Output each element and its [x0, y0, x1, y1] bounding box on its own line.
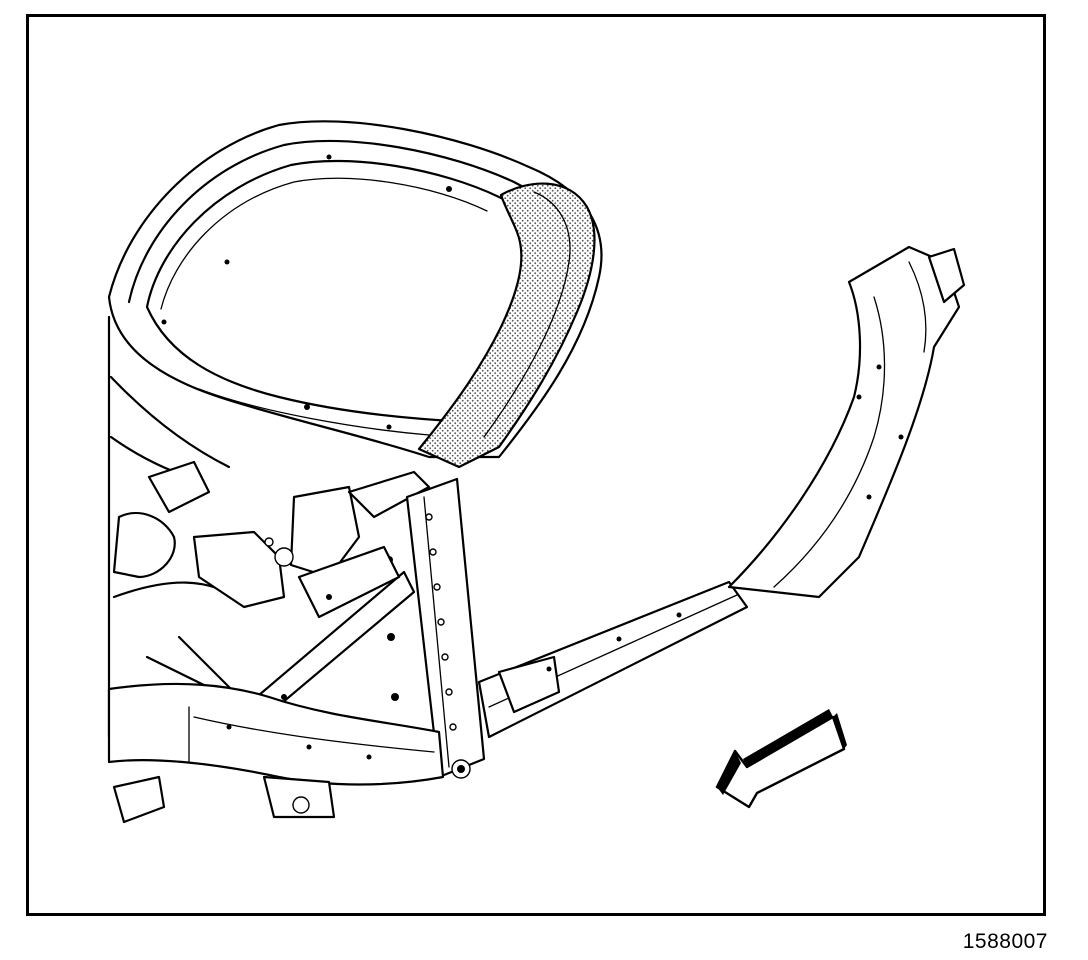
lower-front-rail	[107, 682, 445, 824]
rocker-panel	[477, 580, 749, 739]
highlighted-windshield-pillar	[417, 182, 596, 469]
figure-frame	[26, 14, 1046, 916]
front-direction-arrow-icon	[715, 709, 847, 809]
windshield-frame	[107, 120, 603, 459]
hinge-pillar	[385, 477, 486, 779]
body-side-rear-pillar	[727, 245, 966, 599]
diagonal-brace	[237, 545, 416, 731]
body-structure-diagram	[107, 120, 966, 824]
figure-number: 1588007	[962, 930, 1048, 953]
